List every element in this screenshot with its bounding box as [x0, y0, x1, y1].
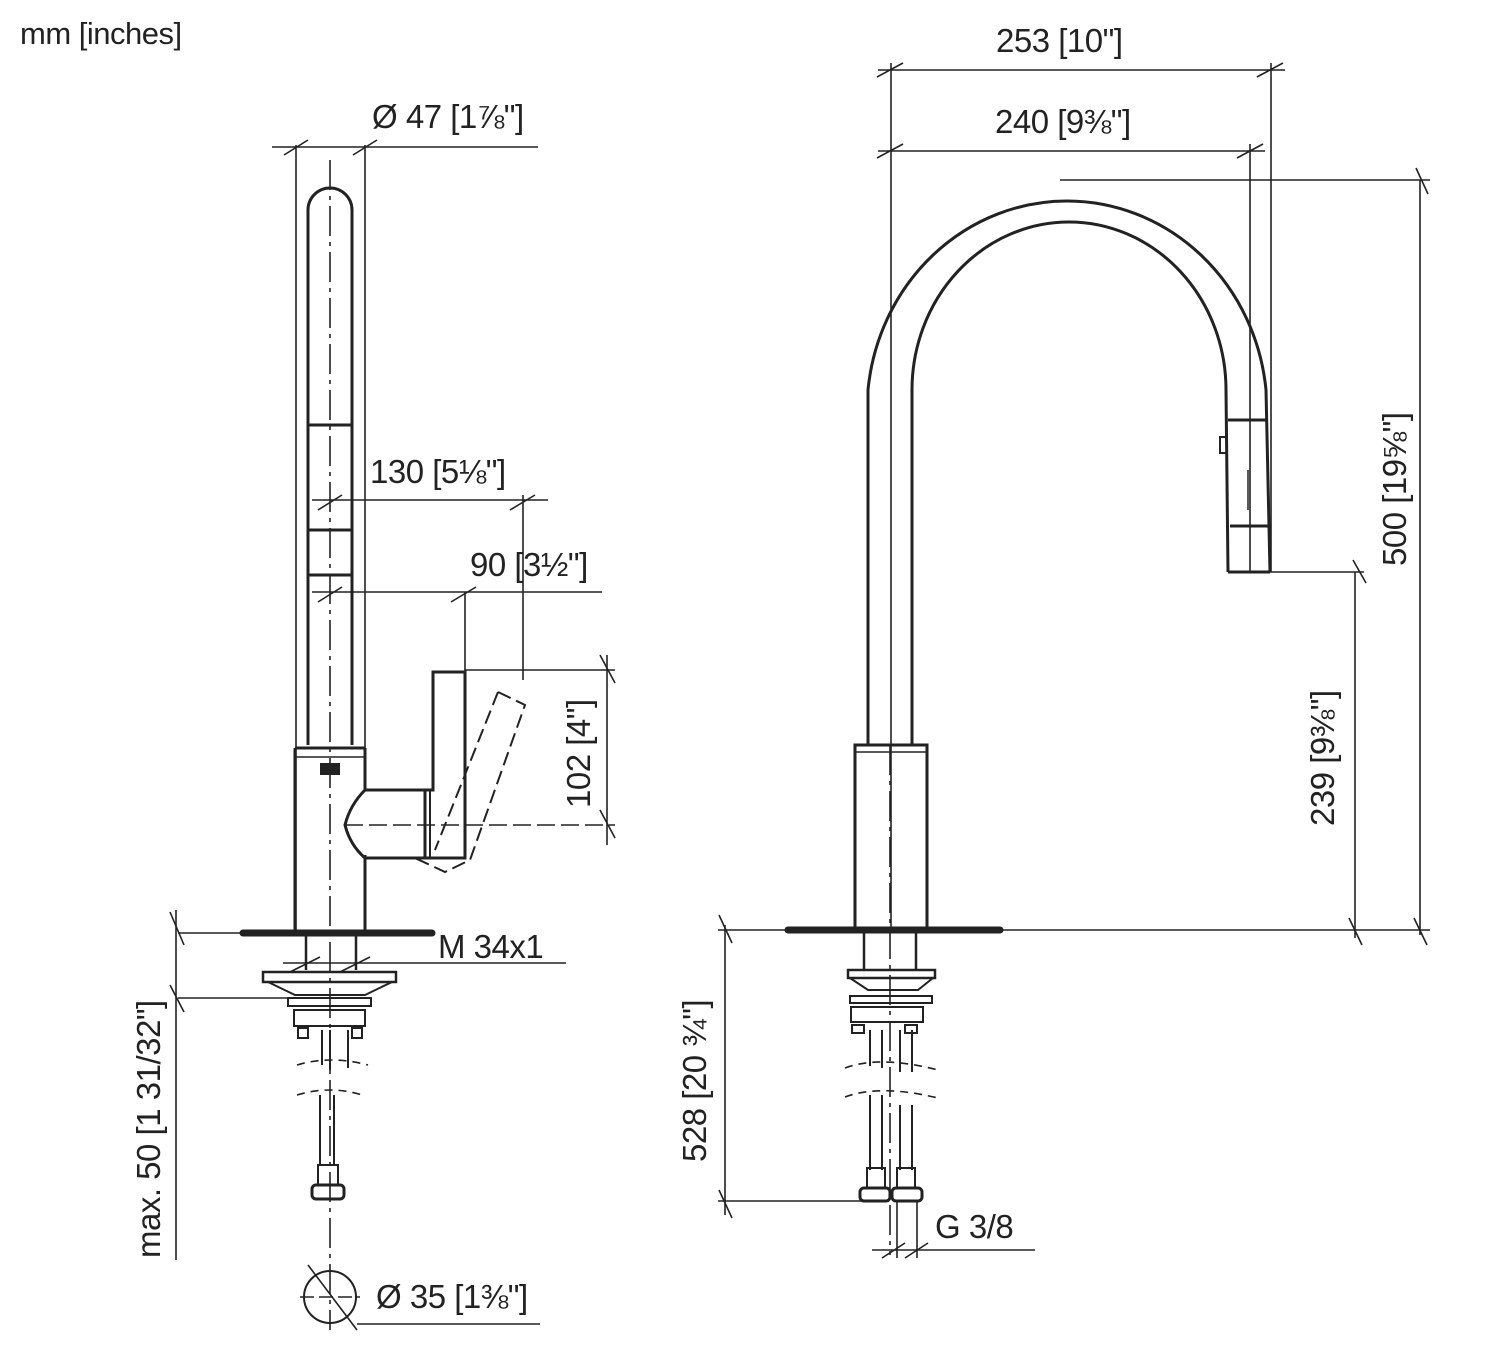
dim-mm: Ø 47	[372, 98, 442, 135]
dim-inch: [1⅜"]	[454, 1278, 528, 1315]
dim-mm: 528	[676, 1108, 713, 1162]
dim-mm: max. 50	[130, 1144, 167, 1258]
dim-mm: Ø 35	[376, 1278, 446, 1315]
dim-inch: [1⅞"]	[450, 98, 524, 135]
dim-connection: G 3/8	[935, 1208, 1014, 1245]
dim-inch: [19⅝"]	[1376, 412, 1413, 504]
dim-mm: 102	[560, 754, 597, 808]
dim-max-thickness: max. 50 [1 31/32"]	[130, 1000, 167, 1258]
dim-mm: 240	[995, 103, 1049, 140]
dim-inch: [5⅛"]	[432, 453, 506, 490]
dim-hose-528: 528 [20 ¾"]	[676, 999, 713, 1162]
dim-inch: [4"]	[560, 699, 597, 746]
dim-inch: [1 31/32"]	[130, 1000, 167, 1136]
dim-width-253: 253 [10"]	[996, 24, 1123, 57]
units-label: mm [inches]	[20, 16, 182, 51]
dim-mm: 90	[470, 546, 506, 583]
dim-inch: [9⅜"]	[1057, 103, 1131, 140]
dim-inch: [9⅜"]	[1304, 690, 1341, 764]
dim-spout-diameter: Ø 47 [1⅞"]	[372, 100, 524, 133]
dim-inch: [10"]	[1058, 22, 1123, 59]
dim-reach-90: 90 [3½"]	[470, 548, 588, 581]
dim-height-239: 239 [9⅜"]	[1304, 690, 1341, 826]
dim-hole-diameter: Ø 35 [1⅜"]	[376, 1280, 528, 1313]
dim-lever-102: 102 [4"]	[560, 699, 597, 808]
dim-mm: 239	[1304, 772, 1341, 826]
dim-thread: M 34x1	[438, 928, 544, 965]
dim-mm: 500	[1376, 512, 1413, 566]
dim-height-500: 500 [19⅝"]	[1376, 412, 1413, 566]
right-faucet-front-view	[718, 62, 1430, 1259]
dim-mm: 253	[996, 22, 1050, 59]
dim-mm: 130	[370, 453, 424, 490]
dim-reach-130: 130 [5⅛"]	[370, 455, 506, 488]
dim-width-240: 240 [9⅜"]	[995, 105, 1131, 138]
dim-inch: [3½"]	[514, 546, 588, 583]
left-faucet-side-view	[169, 139, 616, 1331]
dim-inch: [20 ¾"]	[676, 999, 713, 1100]
